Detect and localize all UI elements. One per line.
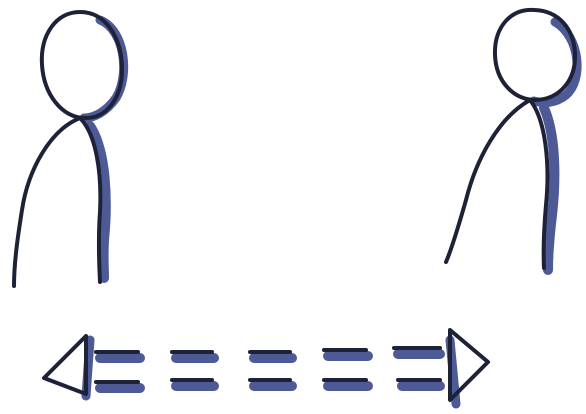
left-person-figure <box>14 12 124 286</box>
dashes <box>96 348 440 382</box>
left-head-shadow <box>84 20 124 118</box>
dash-shadows <box>100 354 440 388</box>
right-head <box>495 10 575 100</box>
left-body <box>14 118 100 286</box>
right-body <box>446 100 547 268</box>
left-arrowhead <box>44 336 86 394</box>
right-person-figure <box>446 10 577 270</box>
exchange-connector <box>44 330 488 404</box>
